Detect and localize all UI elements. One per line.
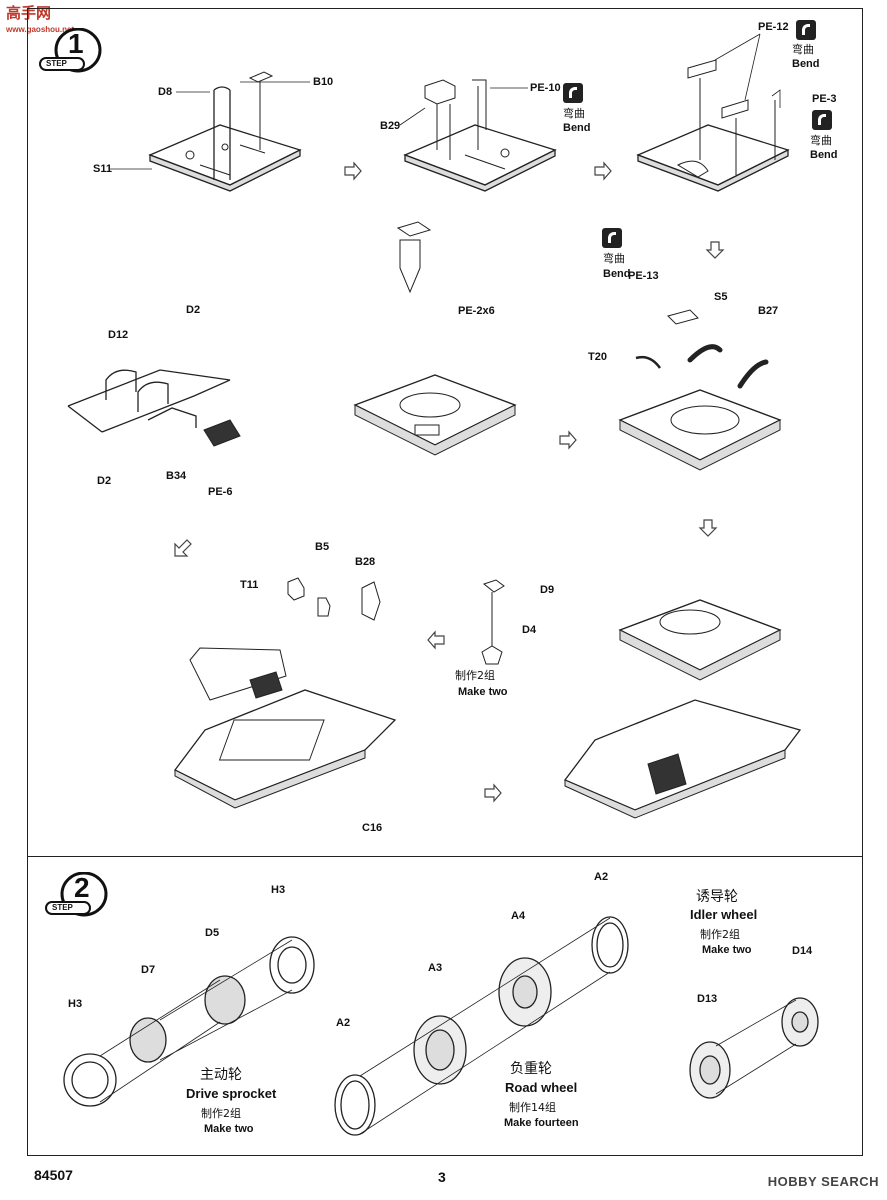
part-label-b29: B29 bbox=[380, 120, 401, 132]
bend-label-en: Bend bbox=[810, 149, 838, 161]
site-url: www.gaoshou.net bbox=[6, 25, 75, 34]
step-1-label: STEP bbox=[46, 59, 67, 68]
step-2-number: 2 bbox=[74, 872, 90, 903]
make-count-en: Make two bbox=[204, 1123, 254, 1135]
page-frame bbox=[27, 8, 863, 1156]
part-label-b27: B27 bbox=[758, 305, 779, 317]
part-label-d2: D2 bbox=[97, 475, 112, 487]
idler-wheel-title-cn: 诱导轮 bbox=[696, 889, 738, 905]
part-label-pe3: PE-3 bbox=[812, 93, 837, 105]
part-label-s5: S5 bbox=[714, 291, 728, 303]
part-label-a4: A4 bbox=[511, 910, 526, 922]
step-divider bbox=[27, 856, 863, 857]
step-1-badge: 1 STEP bbox=[38, 27, 104, 81]
idler-wheel-title-en: Idler wheel bbox=[690, 907, 758, 922]
part-label-d8: D8 bbox=[158, 86, 173, 98]
part-label-d7: D7 bbox=[141, 964, 156, 976]
bend-label-en: Bend bbox=[603, 268, 631, 280]
part-label-b28: B28 bbox=[355, 556, 376, 568]
bend-label-en: Bend bbox=[563, 122, 591, 134]
part-label-pe6: PE-6 bbox=[208, 486, 233, 498]
part-label-pe12: PE-12 bbox=[758, 21, 789, 33]
bend-icon bbox=[796, 20, 816, 40]
part-label-d14: D14 bbox=[792, 945, 813, 957]
drive-sprocket-title-cn: 主动轮 bbox=[200, 1067, 242, 1083]
step-1-number: 1 bbox=[68, 28, 84, 59]
part-label-pe10: PE-10 bbox=[530, 82, 561, 94]
bend-label-cn: 弯曲 bbox=[810, 134, 832, 147]
source-watermark: HOBBY SEARCH bbox=[767, 1174, 879, 1189]
make-count-en: Make fourteen bbox=[504, 1117, 579, 1129]
part-label-pe13: PE-13 bbox=[628, 270, 659, 282]
part-label-d13: D13 bbox=[697, 993, 718, 1005]
make-count-en: Make two bbox=[458, 686, 508, 698]
bend-icon bbox=[563, 83, 583, 103]
drive-sprocket-title-en: Drive sprocket bbox=[186, 1086, 277, 1101]
bend-icon bbox=[602, 228, 622, 248]
part-label-b34: B34 bbox=[166, 470, 187, 482]
make-count-cn: 制作2组 bbox=[201, 1107, 241, 1120]
part-label-h3: H3 bbox=[68, 998, 83, 1010]
part-label-pe2x6: PE-2x6 bbox=[458, 305, 495, 317]
part-label-d5: D5 bbox=[205, 927, 220, 939]
bend-label-cn: 弯曲 bbox=[603, 252, 625, 265]
road-wheel-title-en: Road wheel bbox=[505, 1080, 578, 1095]
part-label-d4: D4 bbox=[522, 624, 537, 636]
make-count-cn: 制作2组 bbox=[700, 928, 740, 941]
bend-label-cn: 弯曲 bbox=[563, 107, 585, 120]
make-count-en: Make two bbox=[702, 944, 752, 956]
part-label-b5: B5 bbox=[315, 541, 330, 553]
site-logo: 高手网 bbox=[6, 5, 52, 22]
bend-label-cn: 弯曲 bbox=[792, 43, 814, 56]
part-label-t11: T11 bbox=[240, 579, 259, 591]
part-label-b10: B10 bbox=[313, 76, 334, 88]
make-count-cn: 制作2组 bbox=[455, 669, 495, 682]
kit-number: 84507 bbox=[34, 1167, 73, 1183]
part-label-d9: D9 bbox=[540, 584, 555, 596]
bend-label-en: Bend bbox=[792, 58, 820, 70]
part-label-c16: C16 bbox=[362, 822, 383, 834]
step-2-badge: 2 STEP bbox=[44, 871, 110, 925]
road-wheel-title-cn: 负重轮 bbox=[510, 1061, 552, 1077]
make-count-cn: 制作14组 bbox=[509, 1101, 556, 1114]
page-number: 3 bbox=[438, 1169, 446, 1185]
bend-icon bbox=[812, 110, 832, 130]
part-label-h3: H3 bbox=[271, 884, 286, 896]
part-label-a2: A2 bbox=[594, 871, 609, 883]
part-label-a2: A2 bbox=[336, 1017, 351, 1029]
part-label-s11: S11 bbox=[93, 163, 112, 175]
step-2-label: STEP bbox=[52, 903, 73, 912]
part-label-d12: D12 bbox=[108, 329, 129, 341]
part-label-a3: A3 bbox=[428, 962, 443, 974]
part-label-d2: D2 bbox=[186, 304, 201, 316]
part-label-t20: T20 bbox=[588, 351, 607, 363]
